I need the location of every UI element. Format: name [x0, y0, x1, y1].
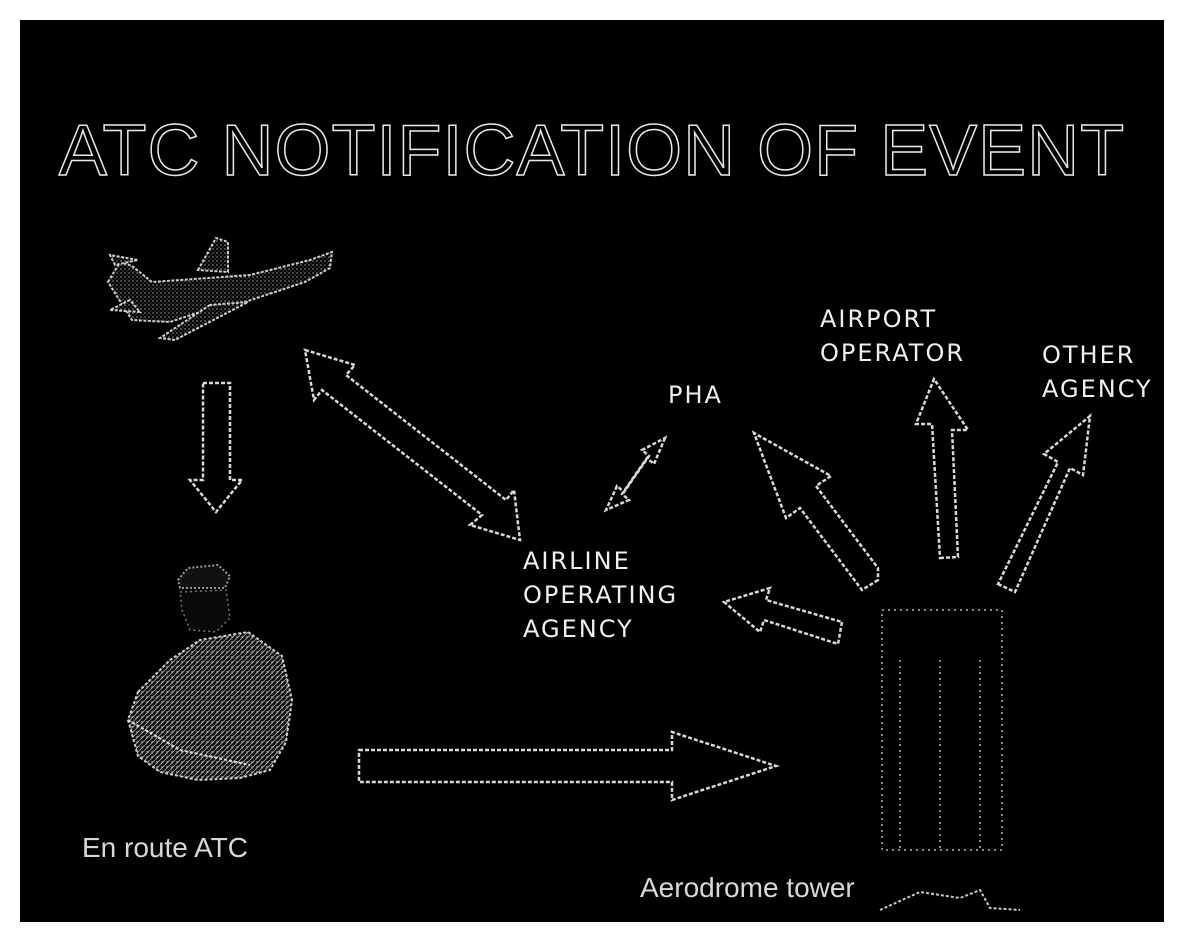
node-other-agency-line-1: OTHER — [1042, 341, 1136, 369]
arrow-tower-to-airline — [721, 586, 844, 646]
node-pha: PHA — [668, 381, 723, 409]
slide: ATC NOTIFICATION OF EVENT — [20, 20, 1164, 922]
diagram-canvas — [106, 236, 1092, 911]
arrow-tower-to-airport-operator — [914, 376, 971, 560]
node-airport-operator: AIRPORT OPERATOR — [820, 302, 965, 370]
arrow-tower-to-pha — [751, 430, 880, 592]
node-other-agency-line-2: AGENCY — [1042, 375, 1153, 403]
node-airport-operator-line-1: AIRPORT — [820, 305, 938, 333]
arrow-airplane-airline — [303, 348, 522, 542]
caption-en-route-atc: En route ATC — [82, 832, 249, 863]
arrow-pha-airline — [603, 435, 668, 513]
controller-person-icon — [126, 563, 294, 782]
node-airport-operator-line-2: OPERATOR — [820, 339, 966, 367]
node-airline-line-1: AIRLINE — [523, 547, 631, 575]
arrow-airplane-to-enroute — [187, 381, 245, 514]
node-airline-line-3: AGENCY — [523, 615, 634, 643]
page-title: ATC NOTIFICATION OF EVENT — [58, 111, 1126, 191]
arrow-tower-to-other-agency — [996, 413, 1092, 594]
node-airline-line-2: OPERATING — [523, 581, 679, 609]
node-airline-operating-agency: AIRLINE OPERATING AGENCY — [523, 544, 678, 646]
arrow-enroute-to-tower — [357, 730, 781, 802]
tower-icon — [879, 609, 1021, 911]
node-other-agency: OTHER AGENCY — [1042, 338, 1153, 406]
airplane-icon — [106, 236, 334, 342]
caption-aerodrome-tower: Aerodrome tower — [640, 872, 855, 903]
